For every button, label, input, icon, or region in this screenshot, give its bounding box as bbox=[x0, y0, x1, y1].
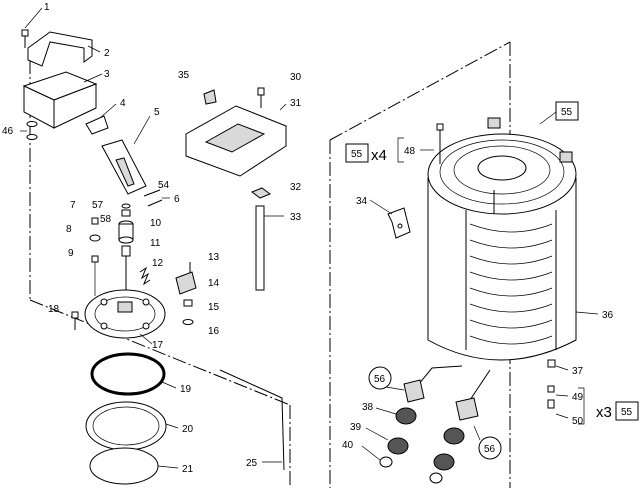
callout-36: 36 bbox=[602, 310, 614, 321]
callout-33: 33 bbox=[290, 212, 302, 223]
part-screw-18 bbox=[71, 311, 79, 330]
callout-20: 20 bbox=[182, 424, 194, 435]
callout-49: 49 bbox=[572, 392, 584, 403]
part-thermostat-box-3 bbox=[22, 71, 103, 129]
callout-7: 7 bbox=[70, 200, 76, 211]
part-bracket-2 bbox=[27, 31, 101, 67]
callout-12: 12 bbox=[152, 258, 164, 269]
callout-10: 10 bbox=[150, 218, 162, 229]
callout-5: 5 bbox=[154, 107, 160, 118]
callout-25: 25 bbox=[246, 458, 258, 469]
part-bracket-34 bbox=[369, 199, 411, 239]
part-cover-31 bbox=[185, 103, 287, 177]
callout-55-top: 55 bbox=[561, 107, 573, 118]
callout-39: 39 bbox=[350, 422, 362, 433]
callout-9: 9 bbox=[68, 248, 74, 259]
callout-31: 31 bbox=[290, 98, 302, 109]
callout-2: 2 bbox=[104, 48, 110, 59]
callout-13: 13 bbox=[208, 252, 220, 263]
callout-14: 14 bbox=[208, 278, 220, 289]
callout-30: 30 bbox=[290, 72, 302, 83]
part-flange-plate-17 bbox=[84, 289, 166, 345]
callout-11: 11 bbox=[150, 238, 161, 249]
multiplier-x4: x4 bbox=[371, 147, 387, 164]
boxed-callouts bbox=[345, 101, 639, 460]
callout-32: 32 bbox=[290, 182, 302, 193]
part-washers-46 bbox=[20, 121, 38, 140]
part-connector-11 bbox=[121, 245, 131, 290]
callout-16: 16 bbox=[208, 326, 220, 337]
part-nut-15-16 bbox=[182, 299, 194, 325]
bracket-49-50 bbox=[578, 387, 585, 425]
part-screw-30 bbox=[257, 87, 265, 108]
part-clip-4 bbox=[85, 103, 117, 135]
callout-48: 48 bbox=[404, 146, 416, 157]
part-clip-35 bbox=[203, 89, 217, 105]
callout-6: 6 bbox=[174, 194, 180, 205]
part-anode-33 bbox=[255, 205, 284, 291]
callout-56-right: 56 bbox=[484, 444, 496, 455]
part-nut-49-50 bbox=[547, 385, 569, 419]
callout-55-left: 55 bbox=[351, 149, 363, 160]
part-fittings-38-39-40-56 bbox=[361, 365, 491, 484]
callout-57: 57 bbox=[92, 200, 104, 211]
part-spring-12 bbox=[139, 266, 151, 286]
callout-18: 18 bbox=[48, 304, 60, 315]
part-fasteners-7-8-9 bbox=[89, 217, 101, 296]
callout-38: 38 bbox=[362, 402, 374, 413]
part-bolt-37 bbox=[547, 359, 569, 371]
part-wire-25 bbox=[219, 369, 285, 471]
callout-35: 35 bbox=[178, 70, 190, 81]
callout-55-right: 55 bbox=[621, 407, 633, 418]
callout-3: 3 bbox=[104, 69, 110, 80]
callout-50: 50 bbox=[572, 416, 584, 427]
callout-labels: 1 2 3 4 5 6 7 8 9 10 11 12 13 14 15 16 1… bbox=[2, 2, 633, 475]
part-terminal-13-14 bbox=[175, 262, 197, 295]
callout-58: 58 bbox=[100, 214, 112, 225]
callout-19: 19 bbox=[180, 384, 192, 395]
callout-8: 8 bbox=[66, 224, 72, 235]
callout-40: 40 bbox=[342, 440, 354, 451]
part-screw-54-6 bbox=[143, 189, 170, 207]
callout-17: 17 bbox=[152, 340, 164, 351]
part-nut-32 bbox=[250, 187, 272, 199]
callout-15: 15 bbox=[208, 302, 220, 313]
multiplier-x3: x3 bbox=[596, 404, 612, 421]
callout-46: 46 bbox=[2, 126, 14, 137]
callout-34: 34 bbox=[356, 196, 368, 207]
bracket-48 bbox=[397, 137, 434, 163]
callout-56-left: 56 bbox=[374, 374, 386, 385]
part-screw-1 bbox=[21, 7, 43, 48]
part-probe-5 bbox=[101, 115, 151, 195]
part-sensor-10 bbox=[118, 220, 134, 244]
callout-54: 54 bbox=[158, 180, 170, 191]
part-nuts-57-58 bbox=[121, 203, 131, 217]
callout-1: 1 bbox=[44, 2, 50, 13]
callout-37: 37 bbox=[572, 366, 584, 377]
callout-4: 4 bbox=[120, 98, 126, 109]
part-gaskets-19-20-21 bbox=[85, 352, 179, 485]
part-coil-tank-36 bbox=[427, 111, 599, 361]
callout-21: 21 bbox=[182, 464, 194, 475]
